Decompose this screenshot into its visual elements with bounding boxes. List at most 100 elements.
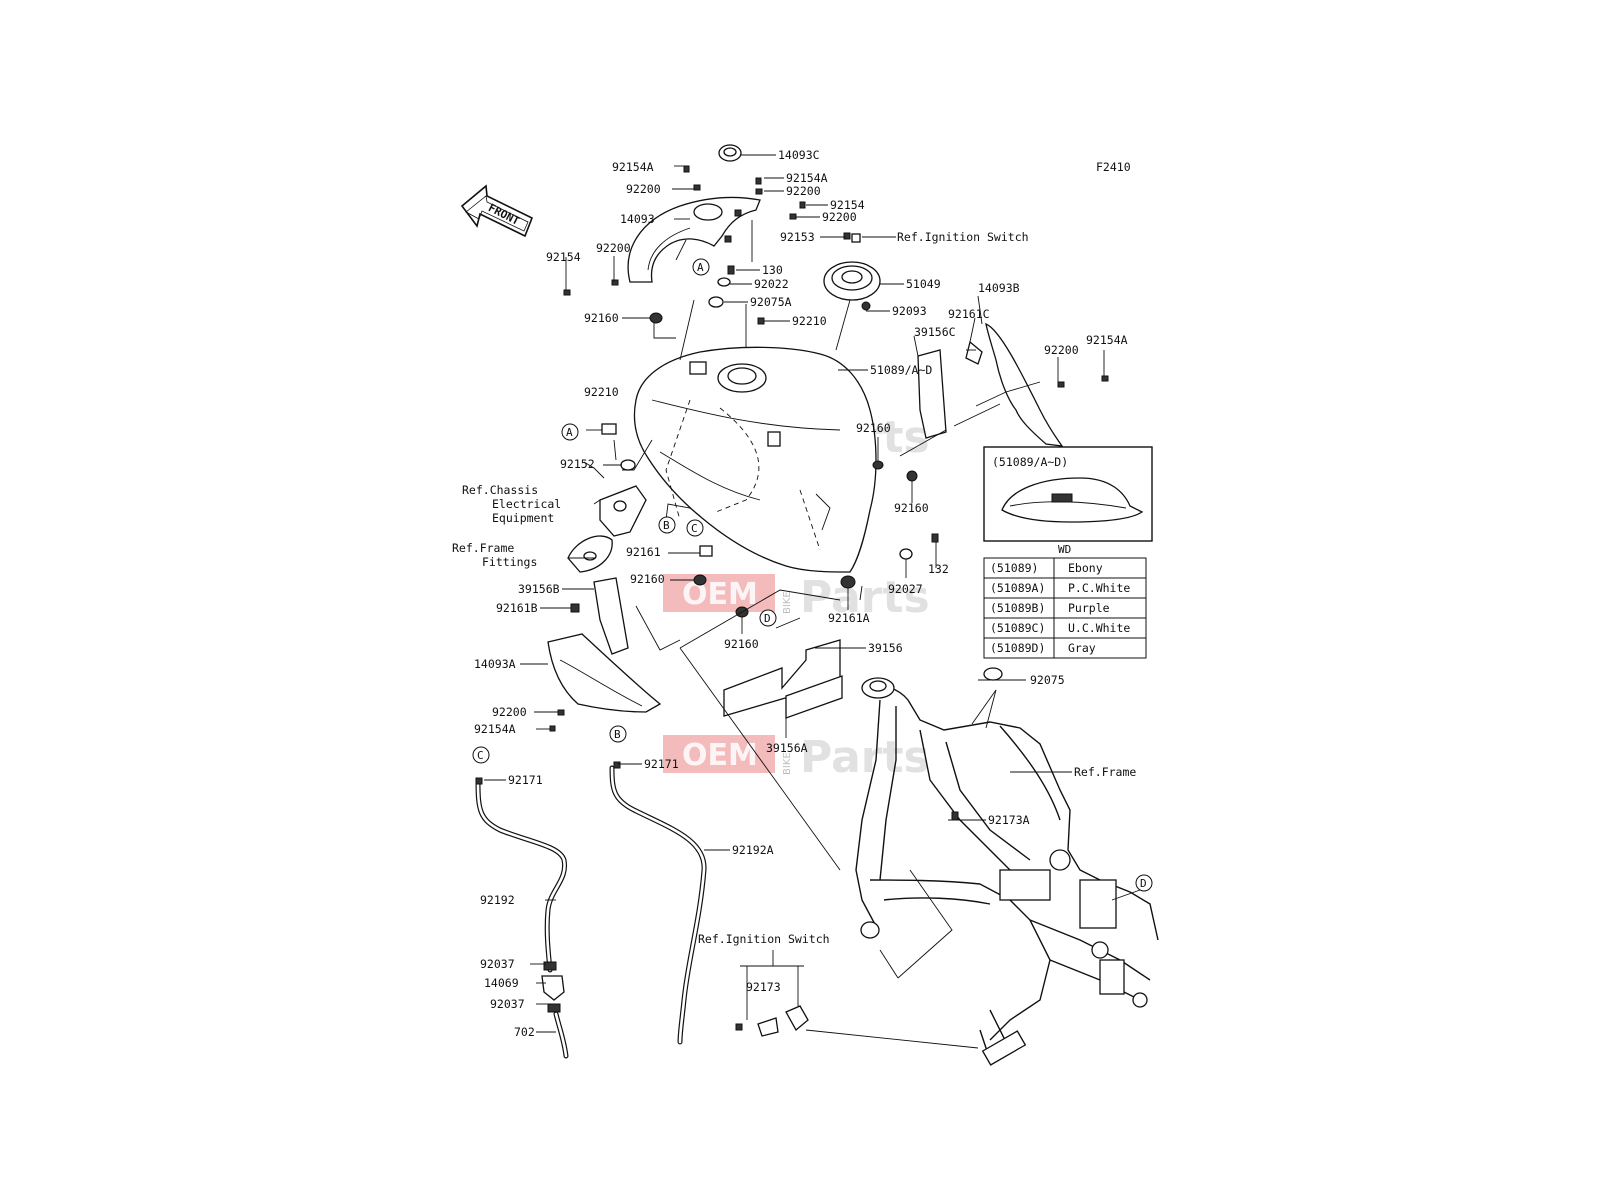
ref-label: Electrical [492, 497, 561, 511]
part-label: 14093C [778, 148, 820, 162]
watermark-bike: BIKE [782, 752, 793, 775]
callout-d: D [764, 612, 771, 625]
color-code: (51089C) [990, 621, 1045, 635]
part-label: 92037 [490, 997, 525, 1011]
part-label: 92200 [626, 182, 661, 196]
part-label: 92022 [754, 277, 789, 291]
part-label: 702 [514, 1025, 535, 1039]
part-label: 92161C [948, 307, 990, 321]
side-cover-14093B [965, 322, 1064, 447]
callout-d: D [1140, 877, 1147, 890]
part-label: 92075A [750, 295, 792, 309]
part-label: 39156B [518, 582, 560, 596]
part-label: 92153 [780, 230, 815, 244]
part-label: 92075 [1030, 673, 1065, 687]
part-label: 92152 [560, 457, 595, 471]
part-label: 92200 [822, 210, 857, 224]
watermark-oem: OEM [682, 738, 758, 773]
watermark-bike: BIKE [782, 591, 793, 614]
fuel-tank-51089 [633, 346, 877, 573]
part-label: 92171 [508, 773, 543, 787]
part-label: 92200 [596, 241, 631, 255]
side-cover-14093A [547, 633, 662, 713]
part-label: 92171 [644, 757, 679, 771]
ignition-bracket-92173 [735, 1005, 809, 1037]
tank-top-cover-14093 [627, 196, 761, 283]
color-code: (51089B) [990, 601, 1045, 615]
diagram-code: F2410 [1096, 160, 1131, 174]
inset-title: (51089/A~D) [992, 455, 1068, 469]
part-label: 92160 [894, 501, 929, 515]
watermark-2: OEM BIKE Parts [663, 572, 930, 623]
ref-label: Ref.Frame [452, 541, 514, 555]
inset-box: (51089/A~D) [983, 446, 1153, 542]
part-label: 92200 [786, 184, 821, 198]
color-code: (51089D) [990, 641, 1045, 655]
part-label: 92037 [480, 957, 515, 971]
chassis-bracket [599, 485, 647, 537]
callout-b: B [663, 519, 670, 532]
part-label: 92154A [1086, 333, 1128, 347]
part-label: 51049 [906, 277, 941, 291]
frame-fitting [567, 535, 613, 573]
part-label: 92200 [1044, 343, 1079, 357]
part-label: 92027 [888, 582, 923, 596]
color-name: Gray [1068, 641, 1096, 655]
fuel-cap-51049 [823, 261, 881, 301]
part-label: 92160 [724, 637, 759, 651]
part-label: 39156C [914, 325, 956, 339]
part-label: 130 [762, 263, 783, 277]
front-arrow-icon: FRONT [460, 184, 534, 238]
callout-b: B [614, 728, 621, 741]
part-label: 92192 [480, 893, 515, 907]
pad-39156B [593, 577, 629, 655]
callout-c: C [691, 522, 698, 535]
color-name: Ebony [1068, 561, 1103, 575]
ref-label: Equipment [492, 511, 554, 525]
color-name: P.C.White [1068, 581, 1130, 595]
part-label: 92154A [474, 722, 516, 736]
part-label: 92161 [626, 545, 661, 559]
frame [855, 677, 1159, 1066]
part-label: 92154A [786, 171, 828, 185]
part-label: 92192A [732, 843, 774, 857]
callout-a: A [566, 426, 573, 439]
ref-label: Fittings [482, 555, 537, 569]
part-label: 14069 [484, 976, 519, 990]
part-label: 51089/A~D [870, 363, 932, 377]
ref-label: Ref.Ignition Switch [897, 230, 1029, 244]
part-label: 92093 [892, 304, 927, 318]
part-label: 14093A [474, 657, 516, 671]
hose-92192 [475, 779, 569, 1059]
color-table: (51089)Ebony(51089A)P.C.White(51089B)Pur… [983, 557, 1147, 659]
part-label: 92210 [584, 385, 619, 399]
pads-39156 [723, 639, 843, 719]
part-label: 92161A [828, 611, 870, 625]
part-label: 92154A [612, 160, 654, 174]
ref-label: Ref.Ignition Switch [698, 932, 830, 946]
ref-label: Ref.Chassis [462, 483, 538, 497]
watermark-parts: Parts [800, 572, 930, 623]
watermark-parts: Parts [800, 732, 930, 783]
pad-39156C [917, 349, 947, 439]
part-label: 92154 [830, 198, 865, 212]
hardware [475, 165, 1109, 821]
wd-label: WD [1058, 543, 1071, 556]
part-label: 39156 [868, 641, 903, 655]
callout-c: C [477, 749, 484, 762]
part-label: 14093B [978, 281, 1020, 295]
ref-label: Ref.Frame [1074, 765, 1136, 779]
part-labels: 14093C 92154A 92200 92154A 92200 92154 9… [452, 148, 1136, 1039]
cap-14093C [718, 144, 742, 162]
callout-a: A [697, 261, 704, 274]
hose-92192A [609, 765, 707, 1045]
grommet-92075 [983, 667, 1003, 681]
watermark-oem: OEM [682, 577, 758, 612]
color-table-border [983, 557, 1147, 659]
part-label: 92173A [988, 813, 1030, 827]
part-label: 132 [928, 562, 949, 576]
callouts: A A B C D B C D [472, 258, 1153, 892]
part-label: 92154 [546, 250, 581, 264]
color-name: Purple [1068, 601, 1110, 615]
